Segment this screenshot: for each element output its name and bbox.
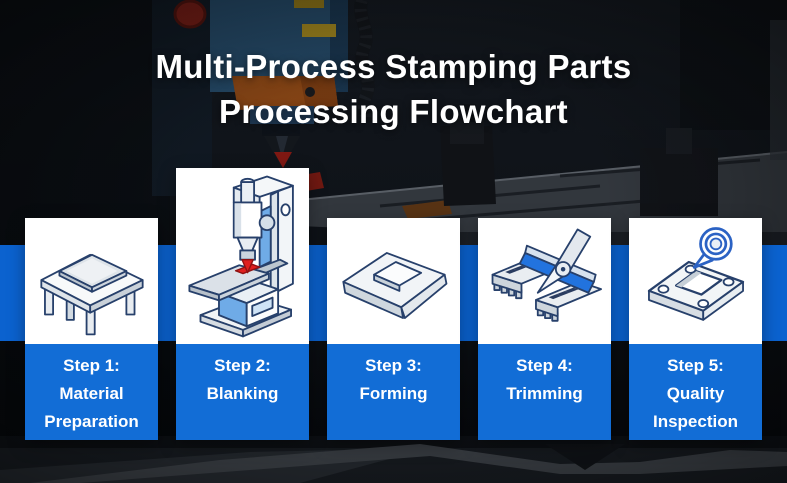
step-name: Trimming	[506, 384, 583, 403]
step-label-3: Step 3: Forming	[327, 344, 460, 440]
illustration-panel-1	[25, 218, 158, 344]
formed-part-icon	[341, 252, 447, 319]
step-number: Step 2:	[214, 356, 271, 375]
step-card-1: Step 1: Material Preparation	[25, 218, 158, 440]
trimming-cutters-icon	[491, 228, 602, 322]
inspection-plate-loupe-icon	[647, 227, 744, 321]
step-card-3: Step 3: Forming	[327, 218, 460, 440]
step-name: Blanking	[206, 384, 279, 403]
step-name: Quality Inspection	[652, 384, 738, 431]
step-label-2: Step 2: Blanking	[176, 344, 309, 440]
title-line-1: Multi-Process Stamping Parts	[155, 48, 632, 85]
step-card-5: Step 5: Quality Inspection	[629, 218, 762, 440]
loupe-bubble-icon	[692, 227, 733, 269]
step-label-4: Step 4: Trimming	[478, 344, 611, 440]
illustration-panel-4	[478, 218, 611, 344]
worktable-with-sheet-icon	[39, 253, 144, 336]
stamping-press-icon	[187, 175, 294, 338]
illustration-panel-3	[327, 218, 460, 344]
page-title: Multi-Process Stamping Parts Processing …	[0, 44, 787, 134]
step-number: Step 1:	[63, 356, 120, 375]
step-number: Step 5:	[667, 356, 724, 375]
illustration-panel-2	[176, 168, 309, 344]
step-label-1: Step 1: Material Preparation	[25, 344, 158, 440]
step-card-2: Step 2: Blanking	[176, 168, 309, 440]
illustration-panel-5	[629, 218, 762, 344]
step-card-4: Step 4: Trimming	[478, 218, 611, 440]
step-number: Step 3:	[365, 356, 422, 375]
step-name: Forming	[359, 384, 428, 403]
step-name: Material Preparation	[44, 384, 139, 431]
title-line-2: Processing Flowchart	[219, 93, 568, 130]
step-number: Step 4:	[516, 356, 573, 375]
step-label-5: Step 5: Quality Inspection	[629, 344, 762, 440]
